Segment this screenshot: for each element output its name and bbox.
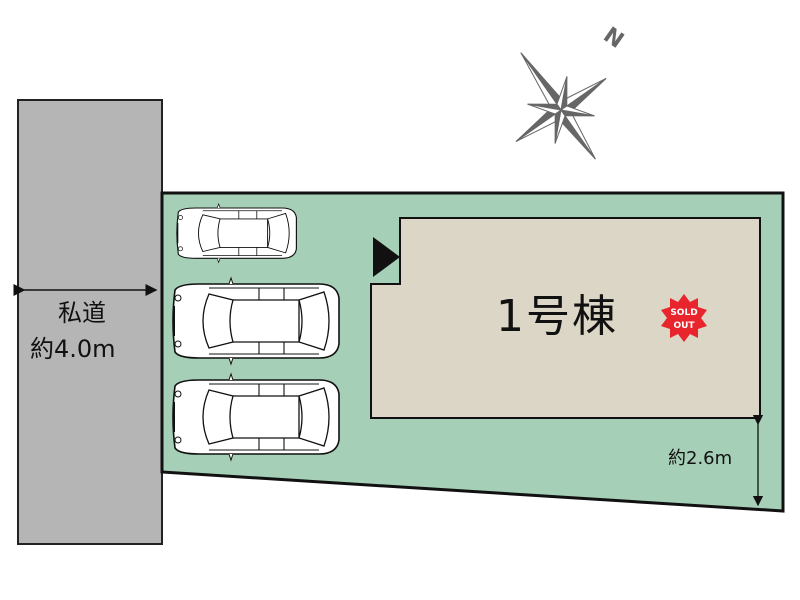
setback-dimension-label: 約2.6m [668,448,733,469]
building-footprint [370,217,761,419]
compass-rose-icon [515,52,607,160]
private-road [17,99,163,545]
compass-north-label: N [599,23,628,54]
road-name-label: 私道 [58,299,106,327]
parked-car-3 [172,373,340,461]
sold-badge-line2: OUT [673,321,695,331]
parked-car-1 [176,203,298,264]
road-width-label: 約4.0m [30,335,116,363]
sold-out-badge: SOLD OUT [661,294,707,342]
sold-badge-line1: SOLD [670,308,697,318]
building-label: 1号棟 [496,291,618,342]
parked-car-2 [172,277,340,365]
entrance-marker-icon [373,237,400,277]
